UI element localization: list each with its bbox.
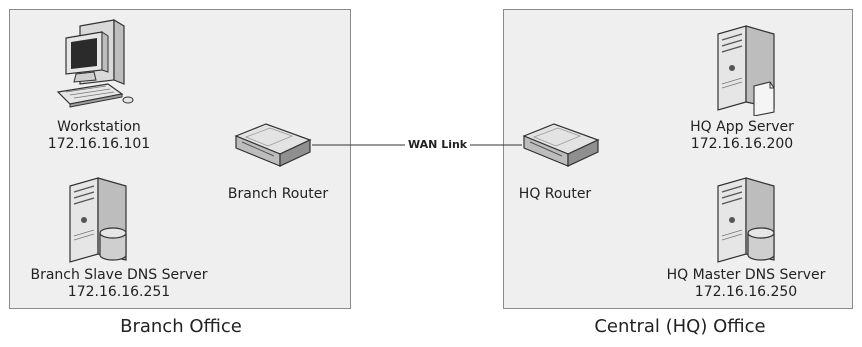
hq-office-title: Central (HQ) Office (594, 316, 766, 337)
wan-link-label: WAN Link (405, 138, 471, 151)
branch-router-label: Branch Router (227, 186, 329, 202)
workstation-ip: 172.16.16.101 (47, 136, 151, 152)
database-icon (746, 226, 776, 262)
branch-dns-label: Branch Slave DNS Server 172.16.16.251 (14, 267, 224, 301)
hq-dns-label: HQ Master DNS Server 172.16.16.250 (656, 267, 836, 301)
branch-dns-name: Branch Slave DNS Server (30, 267, 208, 283)
server-icon (708, 24, 788, 116)
hq-app-server-label: HQ App Server 172.16.16.200 (672, 119, 812, 153)
hq-router-label: HQ Router (518, 186, 592, 202)
hq-app-server-name: HQ App Server (690, 119, 794, 135)
branch-office-title: Branch Office (120, 316, 242, 337)
workstation-icon (50, 18, 140, 118)
router-icon (232, 122, 314, 168)
workstation-label: Workstation 172.16.16.101 (24, 119, 174, 153)
router-icon (520, 122, 602, 168)
hq-dns-ip: 172.16.16.250 (694, 284, 798, 300)
hq-app-server-ip: 172.16.16.200 (690, 136, 794, 152)
branch-dns-ip: 172.16.16.251 (67, 284, 171, 300)
workstation-name: Workstation (57, 119, 141, 135)
database-icon (98, 226, 128, 262)
hq-dns-name: HQ Master DNS Server (666, 267, 826, 283)
